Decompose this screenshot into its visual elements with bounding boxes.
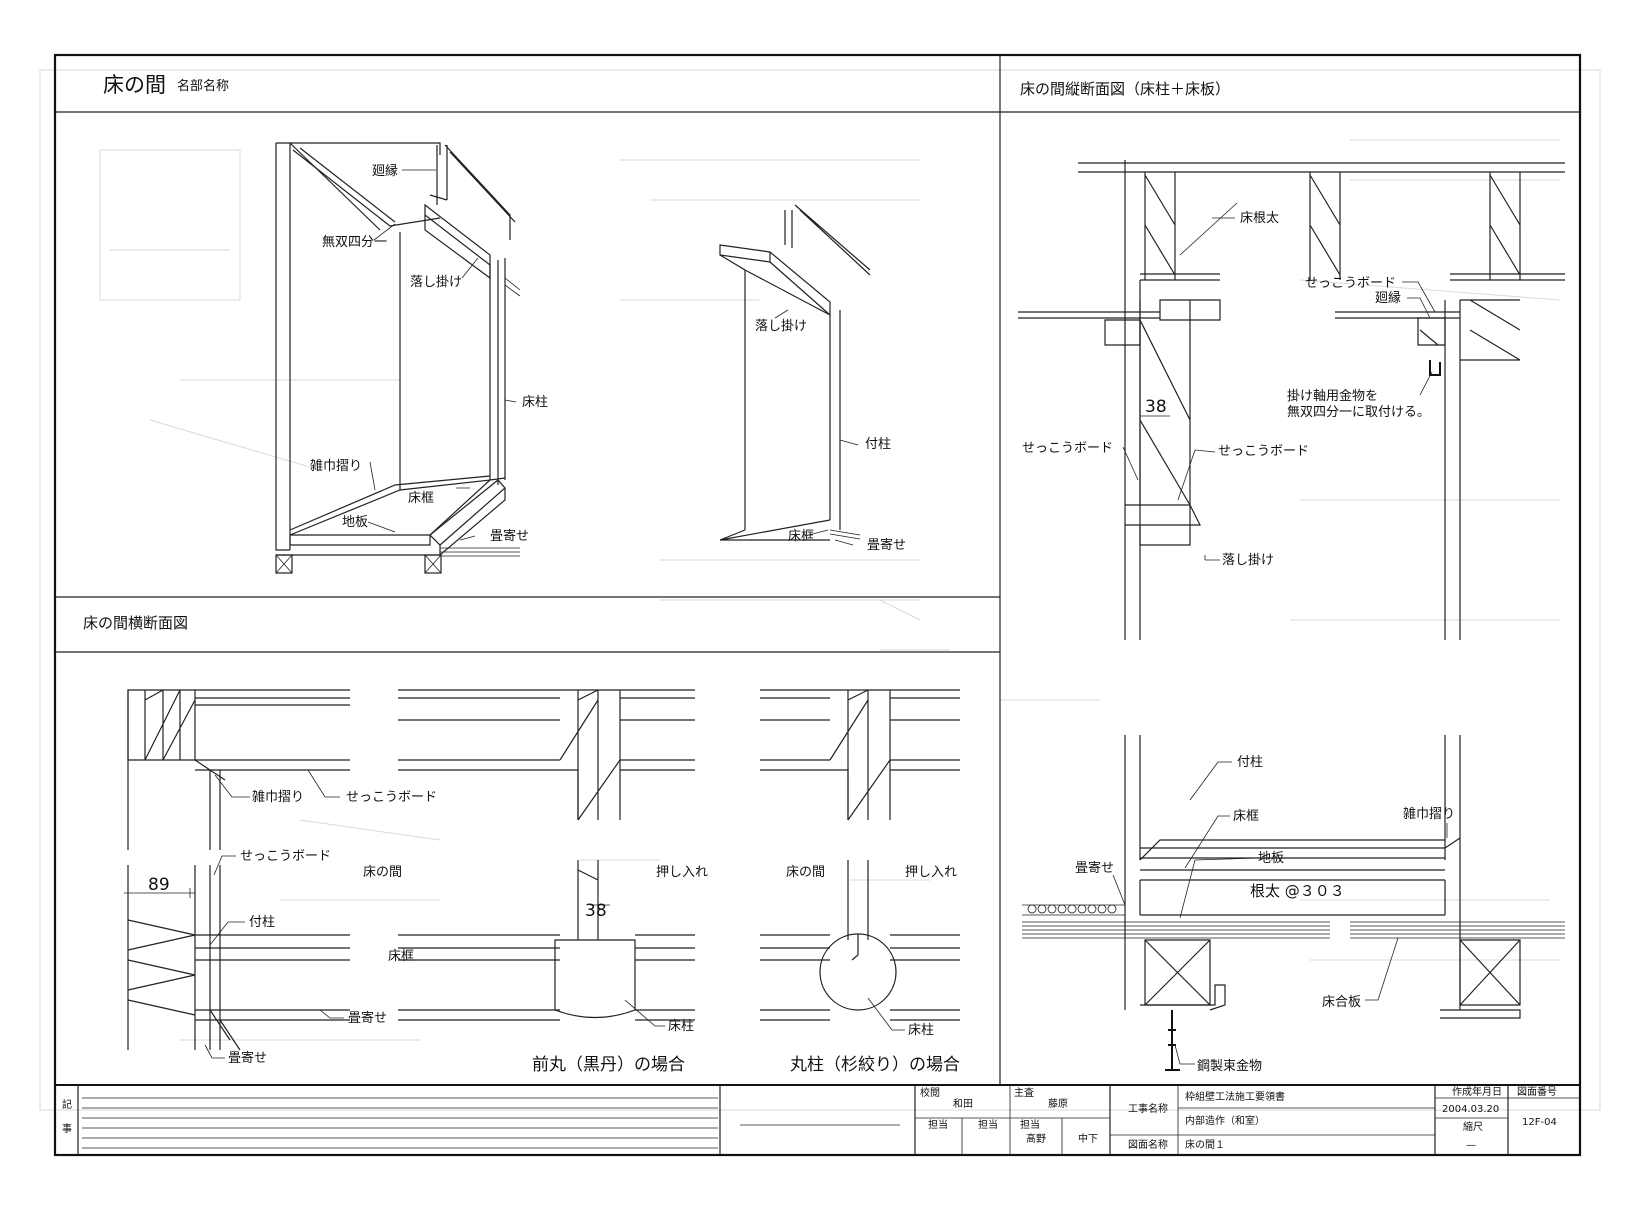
scale-label: 縮尺 <box>1463 1120 1483 1133</box>
hs-label-gypsum2: せっこうボード <box>240 849 331 864</box>
vs-label-tatamiyose: 畳寄せ <box>1075 860 1114 876</box>
hs-label-tokobashira1: 床柱 <box>668 1019 694 1034</box>
vs-label-zokin: 雑巾摺り <box>1403 806 1455 822</box>
role-3: 担当 <box>928 1118 948 1131</box>
side-label-tatamiyose: 畳寄せ <box>867 537 906 553</box>
vs-note2: 無双四分一に取付ける。 <box>1287 405 1430 420</box>
vs-tatami-circles <box>1027 904 1117 914</box>
role-1: 校閲 <box>920 1086 940 1099</box>
vs-label-tokogamachi: 床框 <box>1233 809 1259 824</box>
vs-note1: 掛け軸用金物を <box>1287 388 1378 404</box>
hs-label-gypsum1: せっこうボード <box>346 790 437 805</box>
label-jiita: 地板 <box>342 515 368 530</box>
label-zokin: 雑巾摺り <box>310 458 362 474</box>
vs-label-kouseizuka: 鋼製束金物 <box>1197 1058 1262 1074</box>
hs-label-tokogamachi: 床框 <box>388 949 414 964</box>
notes-label-1: 記 <box>62 1098 72 1111</box>
vs-label-otoshi: 落し掛け <box>1222 553 1274 568</box>
hs-label-tsukebashira: 付柱 <box>249 915 275 930</box>
number-label: 図面番号 <box>1517 1086 1557 1098</box>
name-1: 和田 <box>953 1098 973 1110</box>
project-label: 工事名称 <box>1128 1102 1168 1115</box>
label-otoshi: 落し掛け <box>410 275 462 290</box>
side-label-otoshi: 落し掛け <box>755 319 807 334</box>
role-4: 担当 <box>978 1118 998 1131</box>
parts-subtitle: 名部名称 <box>177 78 229 94</box>
vertical-section: 38 床根太 せっこうボード 廻縁 掛け軸用金物を 無双四分一に取付ける。 せっ… <box>1018 160 1565 1074</box>
hs-caption1: 前丸（黒丹）の場合 <box>532 1055 685 1075</box>
vs-label-tokoaiban: 床合板 <box>1322 995 1361 1010</box>
name-2: 藤原 <box>1048 1098 1068 1110</box>
panel-titles: 床の間 名部名称 床の間縦断面図（床柱＋床板） 床の間横断面図 <box>83 73 1230 632</box>
vertical-section-title: 床の間縦断面図（床柱＋床板） <box>1020 80 1230 98</box>
vs-label-tsukebashira: 付柱 <box>1237 755 1263 770</box>
hs-label-oshiire1: 押し入れ <box>656 865 708 880</box>
date-label: 作成年月日 <box>1452 1085 1502 1098</box>
vs-label-jiita: 地板 <box>1258 851 1284 866</box>
label-tokobashira: 床柱 <box>522 395 548 410</box>
role-5: 担当 <box>1020 1118 1040 1131</box>
label-tatamiyose: 畳寄せ <box>490 528 529 544</box>
drawing-name: 床の間１ <box>1185 1138 1225 1151</box>
vs-label-gypsum-mid: せっこうボード <box>1218 444 1309 459</box>
side-view: 落し掛け 付柱 床框 畳寄せ <box>719 204 906 553</box>
vs-label-neda: 床根太 <box>1240 211 1279 226</box>
vs-dim-38: 38 <box>1145 397 1167 417</box>
hs-label-tatamiyose1: 畳寄せ <box>348 1010 387 1026</box>
horizontal-section: 89 38 雑巾摺り せっこうボード せっこうボード 付柱 床の間 押し入れ 床… <box>124 689 960 1075</box>
name-6: 中下 <box>1078 1132 1098 1145</box>
notes-rules <box>82 1097 900 1149</box>
drawing-label: 図面名称 <box>1128 1138 1168 1151</box>
side-label-tsukebashira: 付柱 <box>865 437 891 452</box>
side-label-tokogamachi: 床框 <box>788 529 814 544</box>
hs-label-zokin: 雑巾摺り <box>252 789 304 805</box>
hs-dim-89: 89 <box>148 875 170 895</box>
hs-label-tokobashira2: 床柱 <box>908 1023 934 1038</box>
hs-label-oshiire2: 押し入れ <box>905 865 957 880</box>
frame <box>53 53 1582 1157</box>
title-block: 記 事 校閲 和田 主査 藤原 担当 担当 担当 髙野 中下 工事名称 枠組壁工… <box>62 1085 1580 1155</box>
hs-caption2: 丸柱（杉絞り）の場合 <box>790 1055 960 1075</box>
notes-label-2: 事 <box>62 1122 72 1135</box>
hs-label-tokonoma1: 床の間 <box>363 865 402 880</box>
role-2: 主査 <box>1014 1086 1034 1099</box>
parts-title: 床の間 <box>103 73 166 97</box>
vs-label-nedapitch: 根太 @３０３ <box>1250 882 1345 900</box>
project-sub: 内部造作（和室） <box>1185 1114 1265 1127</box>
number-value: 12F-04 <box>1522 1117 1557 1128</box>
name-5: 髙野 <box>1026 1132 1046 1145</box>
vs-label-mawaribuchi: 廻縁 <box>1375 290 1401 306</box>
label-musou: 無双四分一 <box>322 235 387 250</box>
label-mawaribuchi: 廻縁 <box>372 163 398 179</box>
scale-value: — <box>1466 1140 1476 1151</box>
hs-label-tokonoma2: 床の間 <box>786 865 825 880</box>
hs-dim-38: 38 <box>585 901 607 921</box>
vs-label-gypsum1: せっこうボード <box>1305 276 1396 291</box>
project-name: 枠組壁工法施工要領書 <box>1185 1090 1285 1103</box>
label-tokogamachi: 床框 <box>408 491 434 506</box>
date-value: 2004.03.20 <box>1442 1104 1499 1115</box>
isometric-tokonoma: 廻縁 無双四分一 落し掛け 床柱 雑巾摺り 床框 地板 畳寄せ <box>275 142 548 574</box>
vs-label-gypsum-left: せっこうボード <box>1022 441 1113 456</box>
horizontal-section-title: 床の間横断面図 <box>83 614 188 632</box>
hs-label-tatamiyose2: 畳寄せ <box>228 1050 267 1066</box>
